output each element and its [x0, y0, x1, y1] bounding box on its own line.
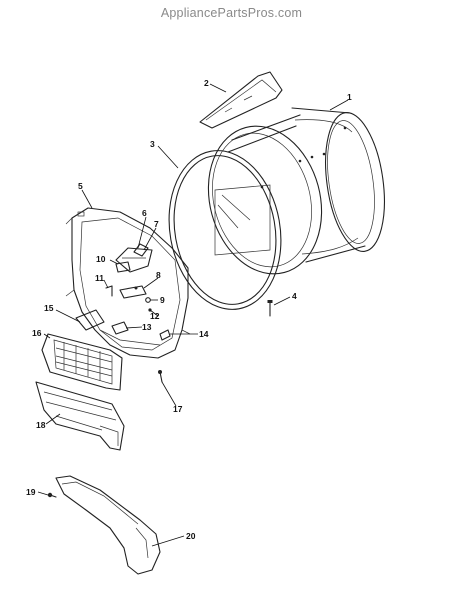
part-lint-screen[interactable] [41, 333, 123, 391]
callout-7: 7 [154, 219, 159, 229]
part-8[interactable] [119, 285, 147, 299]
callout-12: 12 [150, 311, 160, 321]
callout-8: 8 [156, 270, 161, 280]
callout-19: 19 [26, 487, 36, 497]
part-17[interactable] [158, 370, 163, 383]
part-screw-4[interactable] [267, 300, 273, 317]
part-drum-baffle[interactable] [199, 71, 283, 129]
part-drum-seal[interactable] [157, 142, 293, 319]
part-front-bulkhead[interactable] [65, 207, 191, 359]
part-15[interactable] [75, 309, 105, 331]
part-10[interactable] [115, 261, 131, 273]
callout-14: 14 [199, 329, 209, 339]
callout-3: 3 [150, 139, 155, 149]
part-13[interactable] [111, 321, 129, 335]
part-19[interactable] [47, 492, 57, 498]
callout-5: 5 [78, 181, 83, 191]
callout-4: 4 [292, 291, 297, 301]
callout-11: 11 [95, 273, 104, 283]
part-duct-boot[interactable] [55, 475, 161, 575]
callout-labels: 1 2 3 4 5 6 7 8 9 10 11 12 13 14 15 16 1… [26, 78, 352, 541]
part-drum[interactable] [192, 107, 392, 287]
callout-16: 16 [32, 328, 42, 338]
part-lint-duct[interactable] [35, 381, 125, 451]
callout-2: 2 [204, 78, 209, 88]
callout-15: 15 [44, 303, 54, 313]
callout-20: 20 [186, 531, 196, 541]
part-14[interactable] [159, 329, 171, 341]
callout-10: 10 [96, 254, 106, 264]
leader-lines [37, 83, 349, 547]
callout-13: 13 [142, 322, 152, 332]
callout-18: 18 [36, 420, 46, 430]
part-11[interactable] [105, 285, 113, 297]
watermark-text: AppliancePartsPros.com [160, 6, 303, 20]
callout-9: 9 [160, 295, 165, 305]
part-9[interactable] [145, 297, 151, 303]
callout-1: 1 [347, 92, 352, 102]
callout-17: 17 [173, 404, 183, 414]
callout-6: 6 [142, 208, 147, 218]
